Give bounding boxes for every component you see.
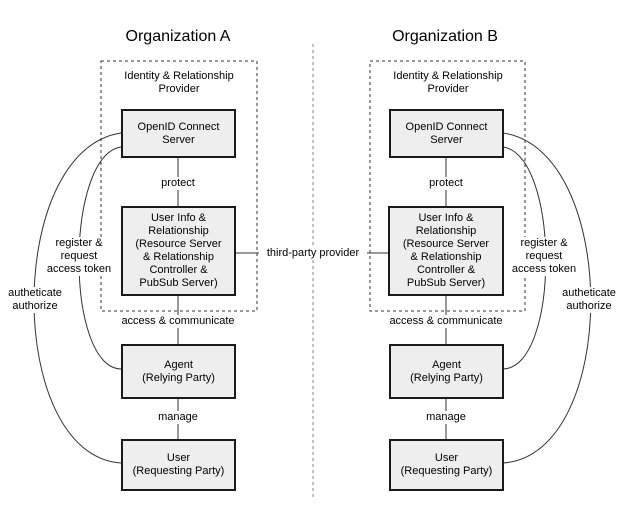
agent-box-b: Agent(Relying Party) [389,344,504,399]
agent-box-a: Agent(Relying Party) [121,344,236,399]
protect-label-a: protect [156,177,200,190]
protect-label-b: protect [424,177,468,190]
userinfo-box-b: User Info &Relationship(Resource Server&… [388,206,504,296]
manage-label-a: manage [152,411,204,424]
org-a-title: Organization A [125,28,231,45]
org-b-title: Organization B [392,28,498,45]
user-box-b: User(Requesting Party) [389,439,504,491]
manage-label-b: manage [420,411,472,424]
access-label-b: access & communicate [380,315,512,328]
user-box-a: User(Requesting Party) [121,439,236,491]
access-label-a: access & communicate [112,315,244,328]
third-party-label: third-party provider [259,247,367,260]
provider-boundary-b [369,60,526,312]
userinfo-box-a: User Info &Relationship(Resource Server&… [121,206,236,296]
provider-boundary-a [100,60,258,312]
